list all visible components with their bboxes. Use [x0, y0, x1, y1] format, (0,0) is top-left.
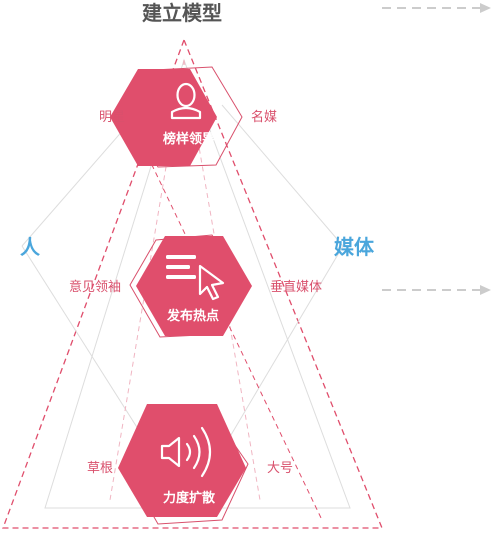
right-axis-label: 媒体	[334, 235, 375, 259]
tier-1-hexagon	[110, 69, 217, 166]
tier-1: 榜样领导 明星 名媒	[99, 66, 277, 168]
person-icon	[170, 82, 202, 120]
speaker-icon	[160, 426, 212, 478]
diagram-title: 建立模型	[142, 1, 222, 25]
tier-3: 力度扩散 草根 大号	[87, 404, 293, 525]
top-arrow	[382, 3, 491, 13]
left-axis-label: 人	[20, 235, 41, 259]
tier-3-hexagon	[118, 404, 246, 517]
tier-1-right-label: 名媒	[251, 109, 277, 125]
middle-arrow	[382, 285, 491, 295]
tier-2-hexagon	[136, 236, 252, 336]
tier-2-left-label: 意见领袖	[69, 279, 121, 295]
tier-3-label: 力度扩散	[163, 490, 216, 506]
tier-2: 发布热点 意见领袖 垂直媒体	[69, 234, 322, 338]
cursor-text-icon	[166, 255, 225, 301]
tier-3-left-label: 草根	[87, 461, 113, 476]
tier-1-label: 榜样领导	[163, 131, 215, 147]
tier-2-right-label: 垂直媒体	[270, 280, 322, 295]
tier-1-left-label: 明星	[99, 110, 125, 125]
tier-3-right-label: 大号	[267, 461, 293, 476]
outer-dashed-triangle	[2, 38, 383, 529]
tier-2-label: 发布热点	[166, 308, 219, 324]
